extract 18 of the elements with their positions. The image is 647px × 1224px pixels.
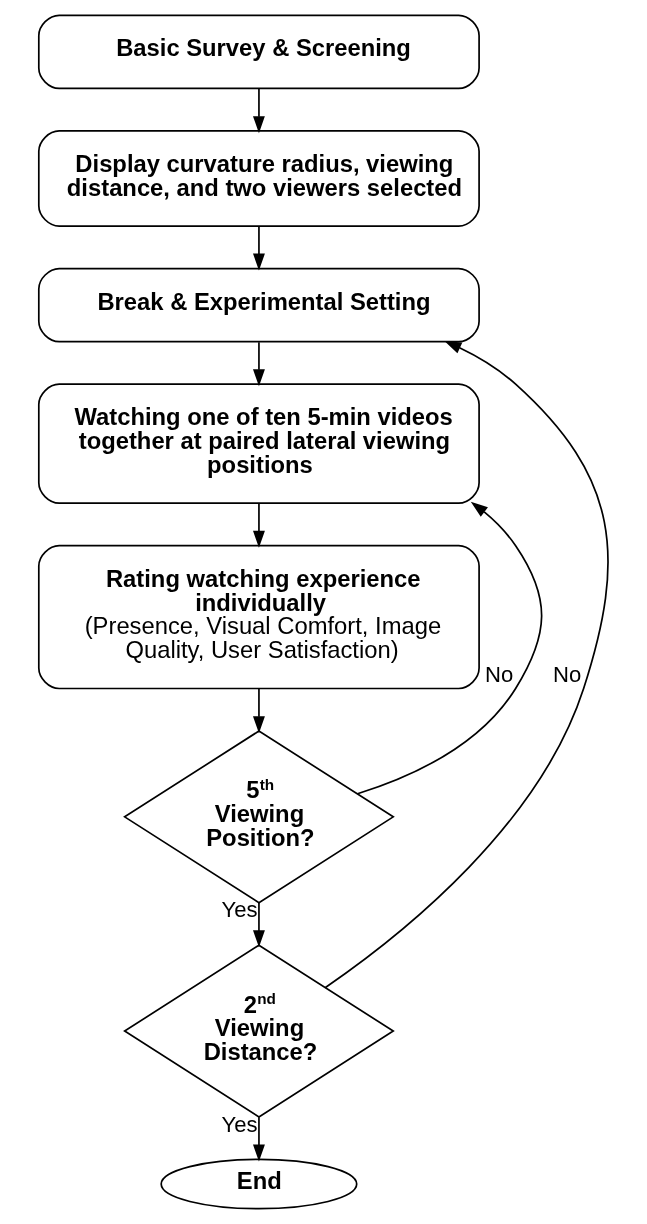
arrow (253, 341, 265, 387)
node-box: Display curvature radius, viewing distance, and two viewers selected (37, 130, 480, 227)
node-box: Basic Survey & Screening (37, 14, 480, 90)
edge-label: No (553, 662, 582, 688)
node-diamond: 2$^{nd}$ Viewing Distance? (123, 944, 395, 1118)
arrow (253, 502, 265, 548)
node-box: Break & Experimental Setting (37, 267, 480, 343)
node-box: Watching one of ten 5-min videos together at paired lateral viewing positions (37, 383, 480, 505)
edge-label: No (485, 662, 514, 688)
arrow (253, 902, 265, 948)
arrow (324, 340, 609, 989)
arrow (253, 225, 265, 271)
arrow (356, 501, 543, 795)
node-box: Rating watching experience individually (Presence, Visual Comfort, Image Quality, User Satisfaction) (37, 544, 480, 690)
node-ellipse: End (160, 1158, 358, 1210)
arrow (253, 687, 265, 734)
arrow (253, 87, 265, 134)
arrow (253, 1116, 265, 1162)
